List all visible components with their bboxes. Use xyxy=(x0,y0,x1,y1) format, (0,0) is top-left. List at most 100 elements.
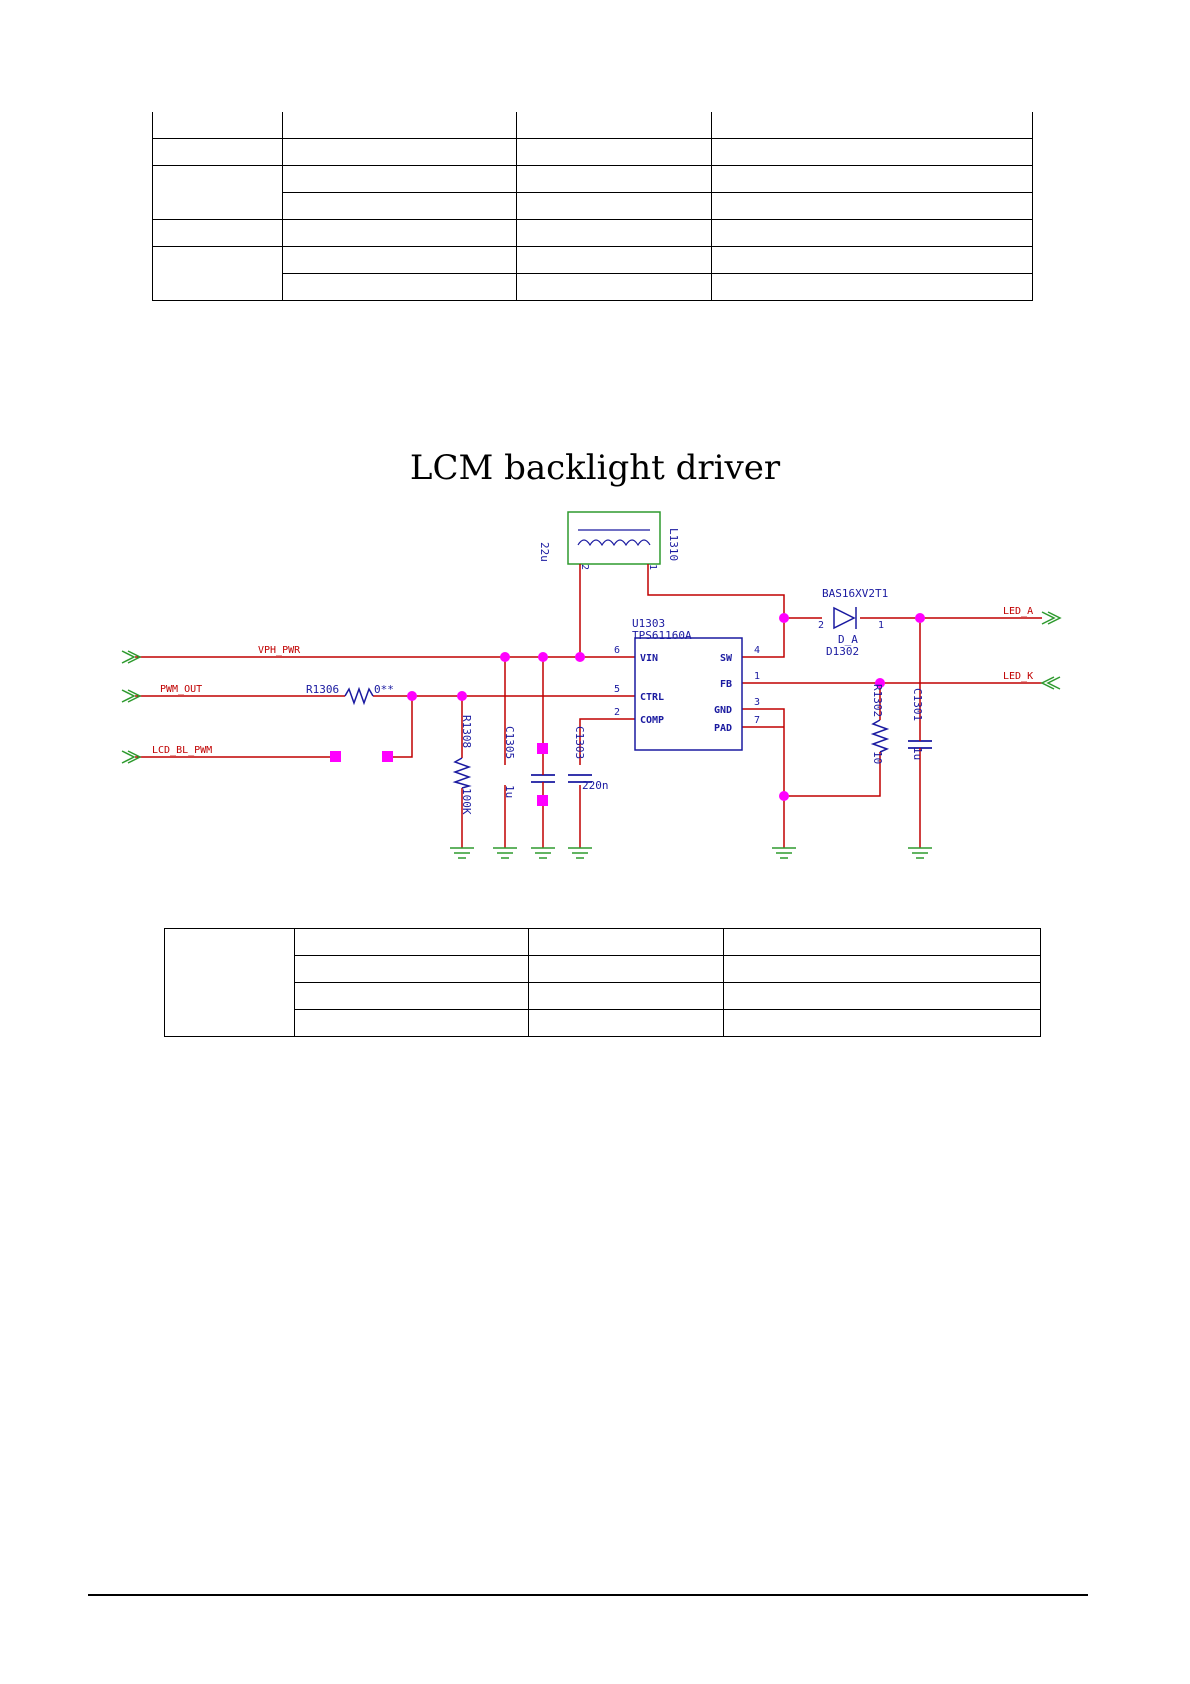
net-label-led-k: LED_K xyxy=(1003,671,1033,682)
part-ref-r1308: R1308 xyxy=(460,715,473,748)
resistors xyxy=(344,686,890,789)
table-cell xyxy=(711,192,1033,220)
table-row xyxy=(152,138,1033,166)
ground-icon xyxy=(493,847,517,859)
table-cell xyxy=(723,982,1041,1010)
table-cell xyxy=(282,112,517,139)
pin-number: 7 xyxy=(754,715,760,726)
table-cell xyxy=(528,982,724,1010)
net-label-led-a: LED_A xyxy=(1003,606,1033,617)
junction-dot xyxy=(575,652,585,662)
ground-icon xyxy=(908,847,932,859)
port-arrow-vph-pwr xyxy=(121,650,136,664)
table-cell xyxy=(528,1009,724,1037)
pin-number: 2 xyxy=(614,707,620,718)
table-cell xyxy=(164,928,295,1037)
pin-name-comp: COMP xyxy=(640,715,664,726)
pin-number: 5 xyxy=(614,684,620,695)
table-cell xyxy=(516,246,712,274)
table-cell xyxy=(528,928,724,956)
resistor-r1308 xyxy=(452,757,472,789)
table-cell xyxy=(516,219,712,247)
table-row xyxy=(152,219,1033,247)
port-arrow-led-k xyxy=(1046,676,1061,690)
part-ref-r1302: R1302 xyxy=(871,684,884,717)
ports xyxy=(121,611,1062,764)
pin-number: 4 xyxy=(754,645,760,656)
table-cell xyxy=(516,165,712,193)
resistor-r1302 xyxy=(870,719,890,753)
junction-dot xyxy=(538,652,548,662)
ground-icon xyxy=(772,847,796,859)
part-value-r1308: 100K xyxy=(460,788,473,815)
part-value-c1303: 220n xyxy=(582,779,609,792)
part-ref-r1306: R1306 xyxy=(306,683,339,696)
pin-number: 1 xyxy=(754,671,760,682)
table-cell xyxy=(294,928,529,956)
pin-name-vin: VIN xyxy=(640,653,658,664)
pin-number: 2 xyxy=(579,564,590,570)
table-row xyxy=(153,192,1033,220)
table-row xyxy=(152,246,1033,301)
table-cell xyxy=(711,246,1033,274)
pin-name-pad: PAD xyxy=(714,723,732,734)
table-cell xyxy=(711,273,1033,301)
table-row xyxy=(165,955,1041,983)
wires xyxy=(135,576,1042,848)
table-cell xyxy=(294,1009,529,1037)
pin-number: 1 xyxy=(647,564,658,570)
junction-dot xyxy=(779,613,789,623)
port-arrow-led-a xyxy=(1041,611,1056,625)
pin-name-ctrl: CTRL xyxy=(640,692,664,703)
table-cell xyxy=(723,1009,1041,1037)
net-label-lcd-bl-pwm: LCD_BL_PWM xyxy=(152,745,212,756)
table-row xyxy=(153,273,1033,301)
table-cell xyxy=(152,165,283,220)
junction-dot xyxy=(779,791,789,801)
table-cell xyxy=(723,928,1041,956)
ground-icon xyxy=(568,847,592,859)
table-cell xyxy=(528,955,724,983)
part-value-bas16xv2t1: BAS16XV2T1 xyxy=(822,587,888,600)
table-cell xyxy=(152,246,283,301)
port-arrow-lcd-bl-pwm xyxy=(121,750,136,764)
pin-number: 2 xyxy=(818,620,824,631)
table-row xyxy=(165,982,1041,1010)
part-ref-c1301: C1301 xyxy=(911,688,924,721)
test-pad xyxy=(330,751,341,762)
table-cell xyxy=(711,219,1033,247)
bottom-table xyxy=(164,928,1041,1037)
part-ref-d1302: D1302 xyxy=(826,645,859,658)
table-row xyxy=(165,1009,1041,1037)
pin-number: 6 xyxy=(614,645,620,656)
junction-dot xyxy=(500,652,510,662)
table-cell xyxy=(294,982,529,1010)
net-label-vph-pwr: VPH_PWR xyxy=(258,645,301,656)
part-ref-c1305: C1305 xyxy=(503,726,516,759)
junction-dot xyxy=(915,613,925,623)
part-value-c1305: 1u xyxy=(503,785,516,798)
table-cell xyxy=(516,273,712,301)
table-cell xyxy=(152,138,283,166)
junction-dot xyxy=(457,691,467,701)
ic-u1303-body xyxy=(634,637,743,751)
table-cell xyxy=(516,192,712,220)
table-cell xyxy=(516,138,712,166)
table-cell xyxy=(516,112,712,139)
resistor-r1306 xyxy=(344,686,374,706)
table-row xyxy=(152,112,1033,139)
part-ref-l1310: L1310 xyxy=(667,528,680,561)
table-cell xyxy=(723,955,1041,983)
table-cell xyxy=(282,138,517,166)
table-cell xyxy=(282,192,517,220)
table-cell xyxy=(711,138,1033,166)
diode-d1302 xyxy=(833,606,857,630)
top-table xyxy=(152,112,1033,301)
table-cell xyxy=(282,165,517,193)
footer-rule xyxy=(88,1594,1088,1596)
table-cell xyxy=(152,219,283,247)
net-label-pwm-out: PWM_OUT xyxy=(160,684,202,695)
test-pad xyxy=(537,743,548,754)
part-label-d-a: D_A xyxy=(838,633,858,646)
test-pad xyxy=(537,795,548,806)
